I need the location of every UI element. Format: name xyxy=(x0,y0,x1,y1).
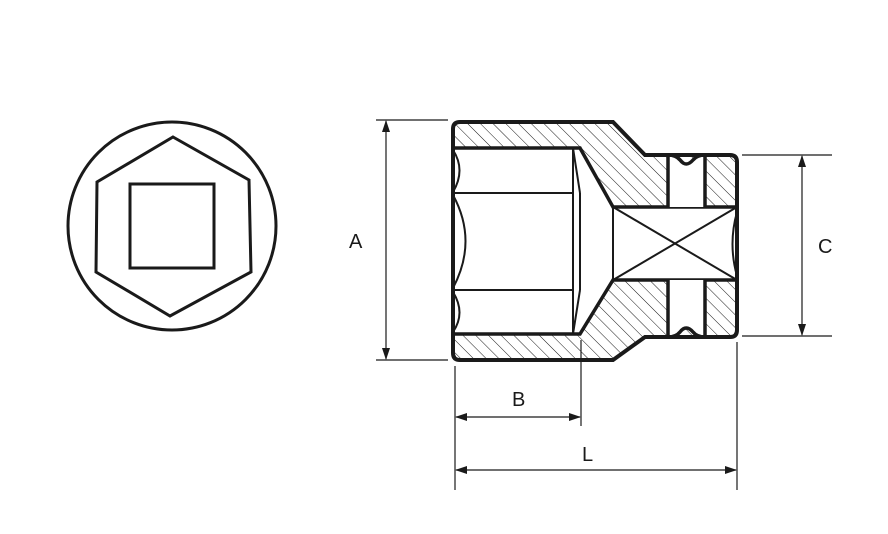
dimension-b-label: B xyxy=(512,389,525,411)
drive-cross-2 xyxy=(612,206,738,281)
socket-outline xyxy=(451,120,739,362)
dimensions xyxy=(376,119,832,490)
square-drive xyxy=(128,182,216,270)
dimension-l-label: L xyxy=(582,444,593,466)
outer-circle xyxy=(66,120,278,332)
section-view xyxy=(451,120,739,362)
dimension-a-label: A xyxy=(349,231,363,253)
dimension-c-label: C xyxy=(818,236,832,258)
hex-opening xyxy=(94,135,253,318)
end-view xyxy=(66,120,278,332)
